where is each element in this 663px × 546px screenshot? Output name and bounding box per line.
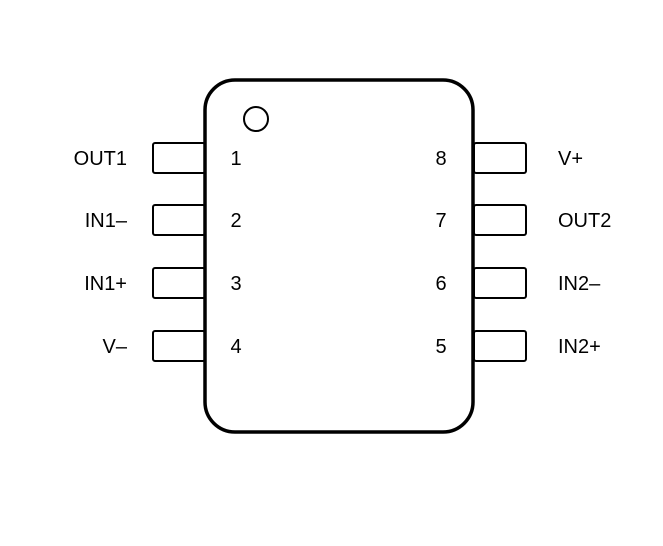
- pin-3-name: IN1+: [84, 273, 127, 295]
- pin-5-number: 5: [435, 336, 446, 358]
- pin-4-number: 4: [230, 336, 241, 358]
- pin-8-lead: [473, 142, 527, 174]
- pin-6-name: IN2–: [558, 273, 601, 295]
- pin-3-number: 3: [230, 273, 241, 295]
- pin-4-lead: [152, 330, 206, 362]
- pin-7-lead: [473, 204, 527, 236]
- ic-package-body: [203, 78, 475, 434]
- pin-1-name: OUT1: [74, 148, 127, 170]
- pin1-indicator-dot: [243, 106, 269, 132]
- pin-6-lead: [473, 267, 527, 299]
- pin-5-lead: [473, 330, 527, 362]
- pin-5-name: IN2+: [558, 336, 601, 358]
- pin-2-lead: [152, 204, 206, 236]
- pin-6-number: 6: [435, 273, 446, 295]
- pin-8-name: V+: [558, 148, 583, 170]
- pin-2-number: 2: [230, 210, 241, 232]
- pin-8-number: 8: [435, 148, 446, 170]
- pin-2-name: IN1–: [85, 210, 128, 232]
- pin-4-name: V–: [103, 336, 128, 358]
- pin-1-number: 1: [230, 148, 241, 170]
- pin-7-name: OUT2: [558, 210, 611, 232]
- pin-3-lead: [152, 267, 206, 299]
- pin-1-lead: [152, 142, 206, 174]
- pin-7-number: 7: [435, 210, 446, 232]
